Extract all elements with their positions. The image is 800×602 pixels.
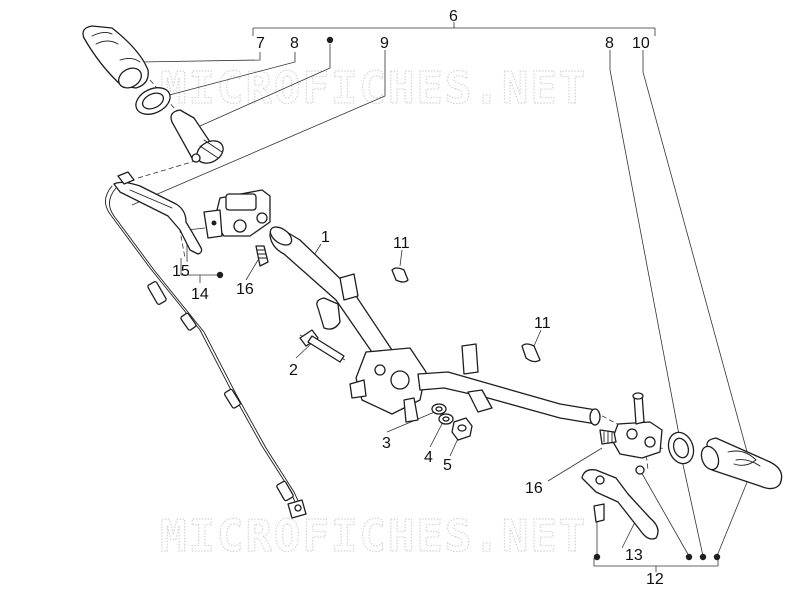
right-banjo-bolt-part[interactable] — [599, 429, 617, 445]
washer-4-part[interactable] — [438, 413, 454, 425]
callout-part-9[interactable]: 9 — [380, 35, 389, 52]
nut-5-part[interactable] — [451, 417, 473, 441]
right-master-cylinder-part[interactable] — [611, 392, 663, 475]
left-ring-part[interactable] — [132, 83, 175, 120]
callout-part-11-mid[interactable]: 11 — [534, 315, 551, 332]
callout-part-8-left[interactable]: 8 — [290, 35, 299, 52]
left-brake-lever-part[interactable] — [113, 181, 203, 255]
callout-part-11-top[interactable]: 11 — [393, 235, 410, 252]
left-grip-part[interactable] — [82, 25, 149, 92]
callout-group-6[interactable]: 6 — [449, 8, 458, 25]
callout-part-5[interactable]: 5 — [443, 457, 452, 474]
brake-cable-part[interactable] — [105, 171, 307, 519]
callout-part-2[interactable]: 2 — [289, 362, 298, 379]
right-grip-part[interactable] — [698, 437, 783, 490]
leader-lines — [131, 44, 753, 557]
clip-11-mid-part[interactable] — [521, 343, 541, 363]
callout-group-14[interactable]: 14 — [191, 286, 209, 303]
callout-part-10[interactable]: 10 — [632, 35, 650, 52]
right-brake-lever-part[interactable] — [581, 469, 659, 540]
throttle-sleeve-part[interactable] — [170, 109, 227, 168]
callout-part-16-left[interactable]: 16 — [236, 281, 254, 298]
left-banjo-bolt-part[interactable] — [255, 245, 269, 267]
handlebar-frame-part[interactable] — [267, 223, 601, 426]
callout-part-7[interactable]: 7 — [256, 35, 265, 52]
callout-part-4[interactable]: 4 — [424, 449, 433, 466]
callout-group-12[interactable]: 12 — [646, 571, 664, 588]
group-6-bracket — [252, 22, 656, 36]
right-ring-part[interactable] — [664, 429, 697, 467]
left-master-cylinder-part[interactable] — [203, 189, 271, 239]
callout-part-1[interactable]: 1 — [321, 229, 330, 246]
callout-part-8-right[interactable]: 8 — [605, 35, 614, 52]
washer-3-part[interactable] — [431, 403, 447, 415]
group-14-bracket — [180, 258, 220, 283]
callout-part-3[interactable]: 3 — [382, 435, 391, 452]
callout-part-15[interactable]: 15 — [172, 263, 190, 280]
callout-dots — [216, 36, 721, 561]
watermark-top: MICROFICHES.NET — [160, 63, 587, 114]
group-12-bracket — [593, 558, 719, 572]
bolt-part[interactable] — [299, 329, 345, 363]
callout-part-16-right[interactable]: 16 — [525, 480, 543, 497]
clip-11-top-part[interactable] — [391, 267, 409, 283]
callout-part-13[interactable]: 13 — [625, 547, 643, 564]
watermark-bottom: MICROFICHES.NET — [160, 511, 587, 562]
